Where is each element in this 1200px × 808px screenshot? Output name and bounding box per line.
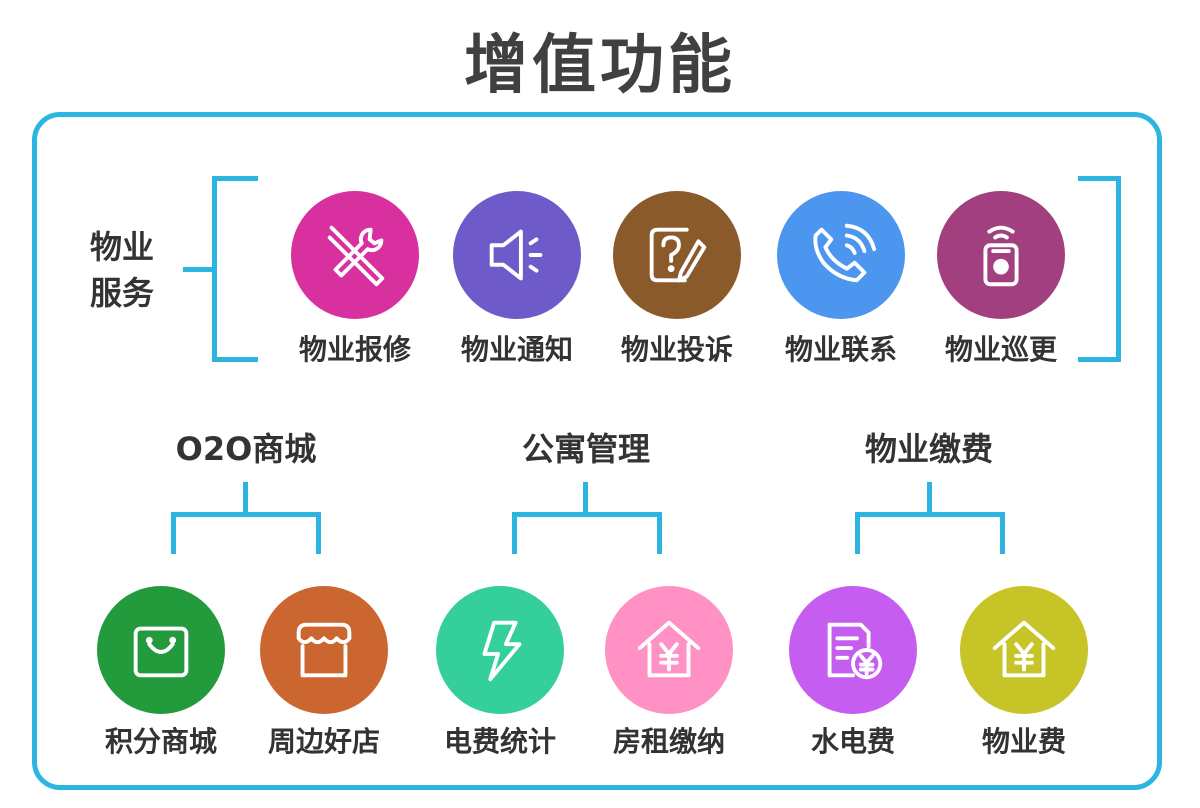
contact-item[interactable] <box>777 191 905 319</box>
speaker-icon <box>489 229 543 281</box>
lightning-icon <box>482 620 522 682</box>
o2o-mall-label: O2O商城 <box>175 430 317 468</box>
bracket-right-bottom <box>1078 357 1121 362</box>
bracket-left-stub <box>183 267 212 272</box>
nearby-store-label: 周边好店 <box>267 725 380 758</box>
o2o-connector-bar <box>171 512 321 517</box>
apartment-connector-stem <box>583 482 588 514</box>
apartment-connector-bar <box>512 512 662 517</box>
nearby-store-item[interactable] <box>260 586 388 714</box>
utilities-fee-item[interactable] <box>789 586 917 714</box>
payment-connector-left <box>855 512 860 554</box>
apartment-connector-left <box>512 512 517 554</box>
property-fee-item[interactable] <box>960 586 1088 714</box>
house-yen-icon <box>637 620 701 678</box>
bracket-right-vertical <box>1116 176 1121 362</box>
bill-yen-icon <box>827 622 883 680</box>
patrol-device-icon <box>983 225 1019 287</box>
points-mall-item[interactable] <box>97 586 225 714</box>
rent-payment-label: 房租缴纳 <box>612 725 725 758</box>
patrol-label: 物业巡更 <box>944 333 1057 366</box>
payment-connector-right <box>1000 512 1005 554</box>
points-mall-label: 积分商城 <box>104 725 217 758</box>
o2o-connector-left <box>171 512 176 554</box>
complaint-label: 物业投诉 <box>620 333 733 366</box>
content-frame <box>32 112 1162 790</box>
o2o-connector-stem <box>243 482 248 514</box>
rent-payment-item[interactable] <box>605 586 733 714</box>
property-fee-label: 物业费 <box>981 725 1066 758</box>
electricity-stats-item[interactable] <box>436 586 564 714</box>
bracket-left-bottom <box>212 357 258 362</box>
apartment-management-label: 公寓管理 <box>521 430 650 468</box>
shopping-bag-icon <box>133 626 189 678</box>
repair-tools-icon <box>327 225 385 287</box>
payment-connector-stem <box>927 482 932 514</box>
page-title: 增值功能 <box>464 29 736 103</box>
house-yen-icon <box>992 620 1056 678</box>
property-service-label-line1: 物业 <box>90 228 155 266</box>
complaint-icon <box>649 227 707 283</box>
property-service-label-line2: 服务 <box>90 274 155 312</box>
o2o-connector-right <box>316 512 321 554</box>
bracket-left-vertical <box>212 176 217 362</box>
property-service-label: 物业 服务 <box>90 224 170 316</box>
notice-label: 物业通知 <box>460 333 573 366</box>
store-icon <box>296 622 352 678</box>
repair-label: 物业报修 <box>298 333 411 366</box>
repair-item[interactable] <box>291 191 419 319</box>
notice-item[interactable] <box>453 191 581 319</box>
electricity-stats-label: 电费统计 <box>443 725 556 758</box>
property-payment-label: 物业缴费 <box>864 430 993 468</box>
contact-label: 物业联系 <box>784 333 897 366</box>
utilities-fee-label: 水电费 <box>810 725 895 758</box>
apartment-connector-right <box>657 512 662 554</box>
phone-icon <box>813 223 877 283</box>
bracket-left-top <box>212 176 258 181</box>
patrol-item[interactable] <box>937 191 1065 319</box>
payment-connector-bar <box>855 512 1005 517</box>
complaint-item[interactable] <box>613 191 741 319</box>
bracket-right-top <box>1078 176 1121 181</box>
